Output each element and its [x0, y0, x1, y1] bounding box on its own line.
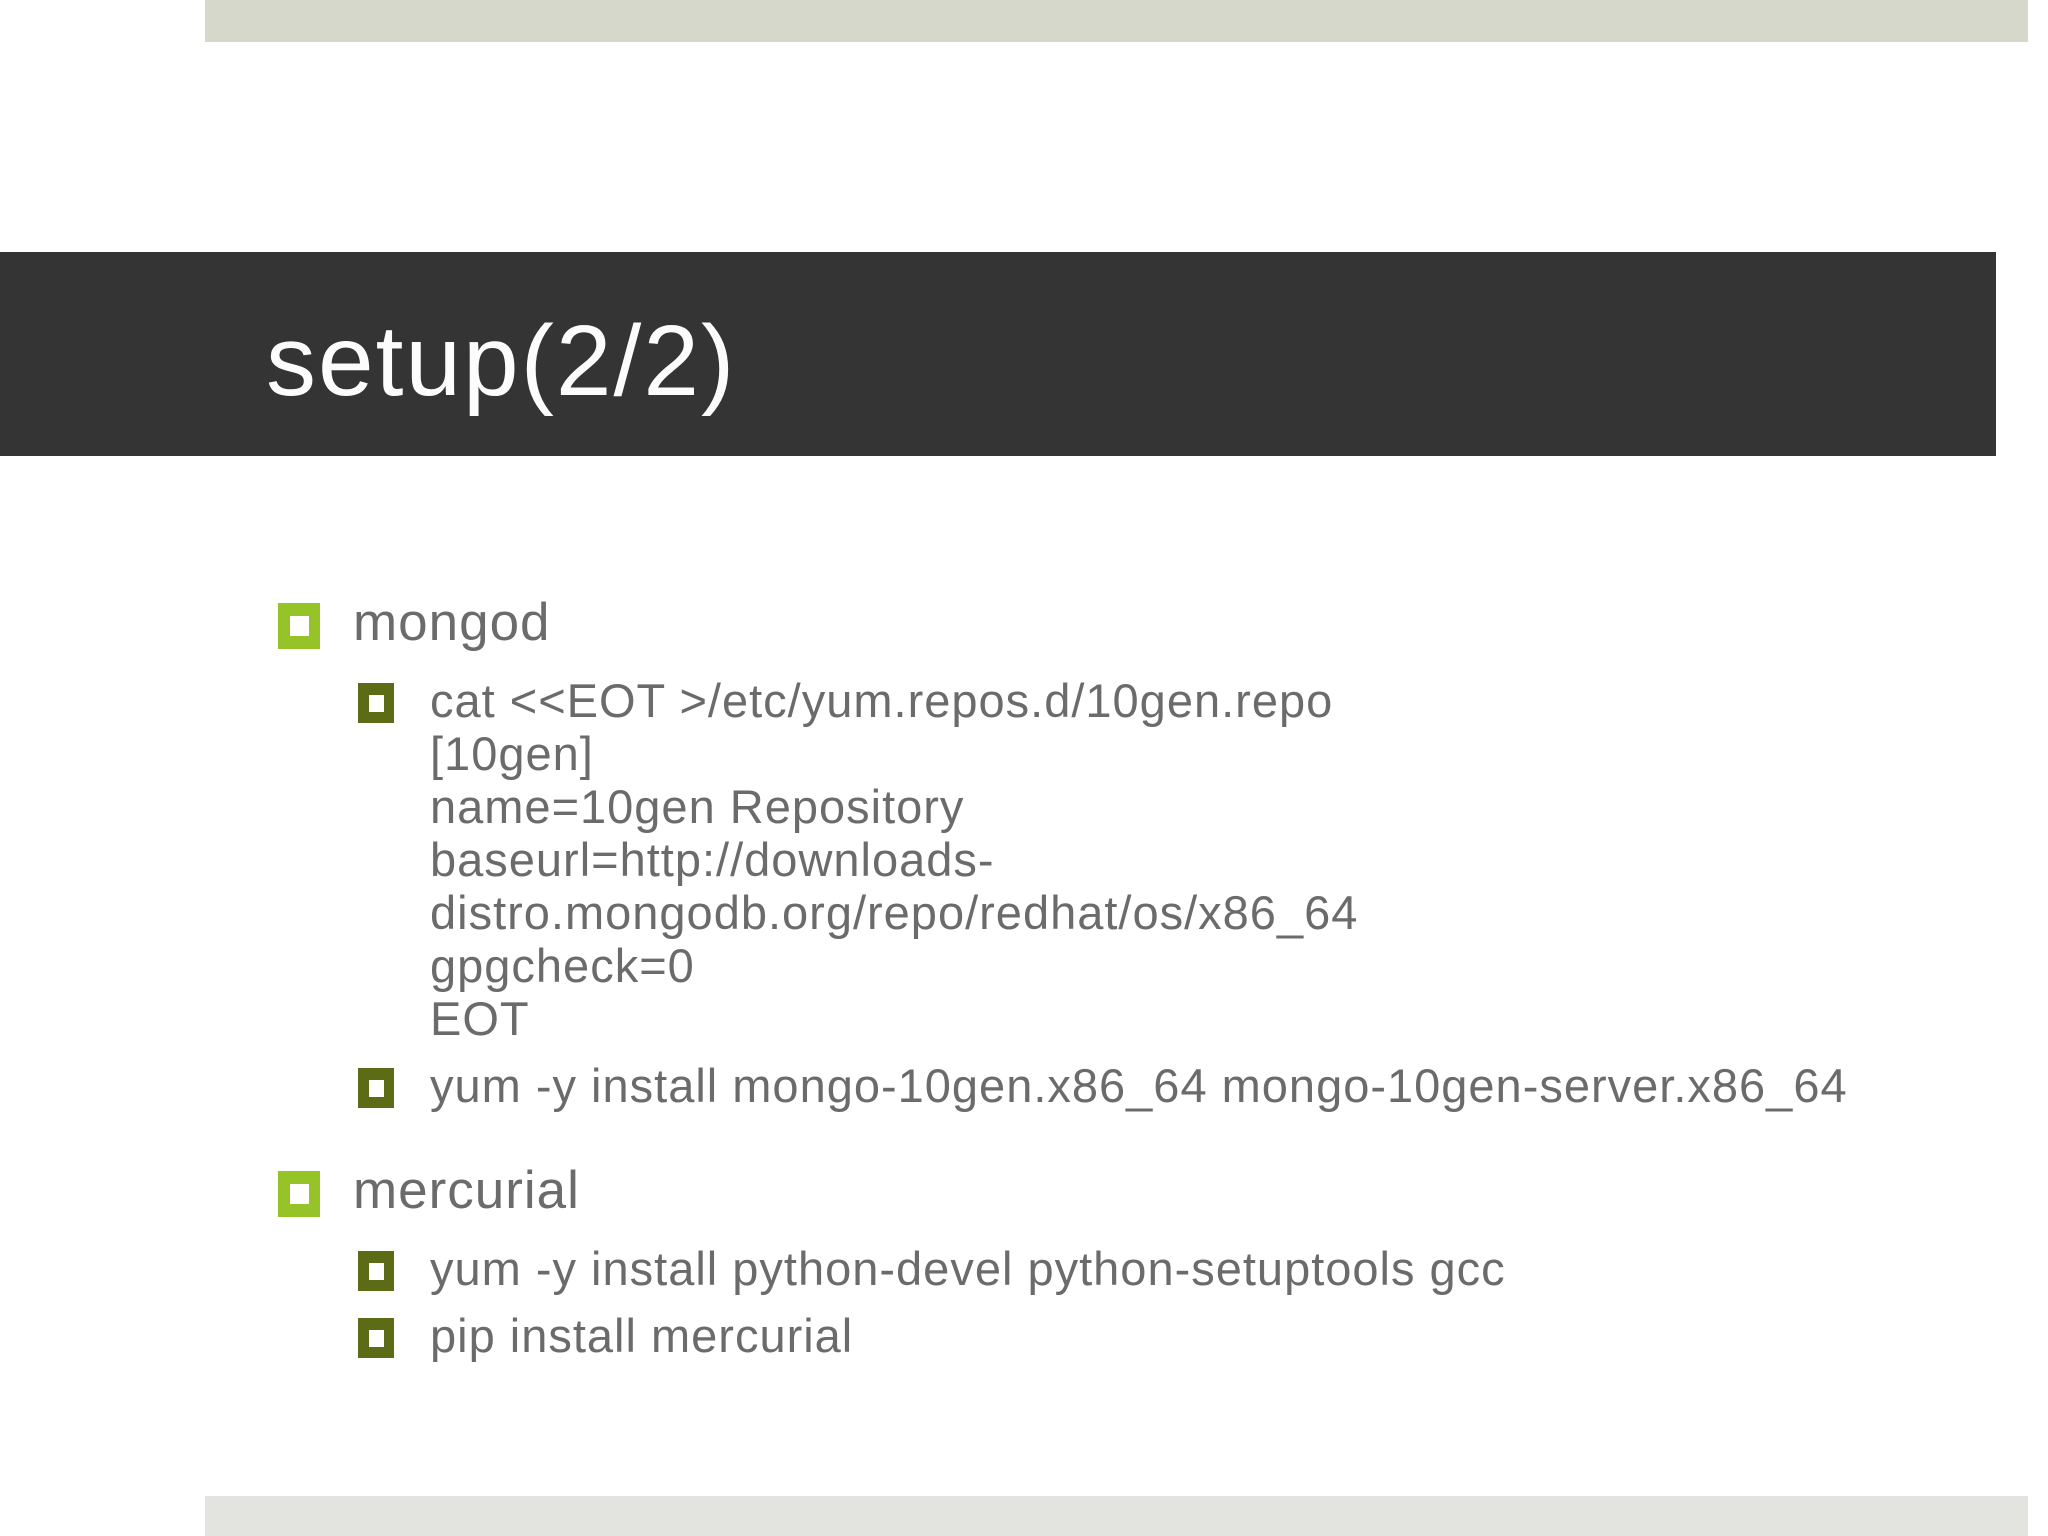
- square-bullet-hole: [368, 1262, 384, 1280]
- section-mongod: mongod cat <<EOT >/etc/yum.repos.d/10gen…: [278, 592, 2002, 1112]
- slide-body: mongod cat <<EOT >/etc/yum.repos.d/10gen…: [278, 592, 2002, 1376]
- square-bullet-icon: [358, 1068, 394, 1108]
- title-band: setup(2/2): [0, 252, 1996, 456]
- sub-bullet-item-yum-mongo: yum -y install mongo-10gen.x86_64 mongo-…: [358, 1059, 2002, 1112]
- square-bullet-icon: [278, 603, 320, 649]
- sub-bullet-item-yum-python: yum -y install python-devel python-setup…: [358, 1242, 2002, 1295]
- bullet-item-mongod: mongod: [278, 592, 2002, 654]
- square-bullet-hole: [368, 1329, 384, 1347]
- sub-bullet-text: yum -y install mongo-10gen.x86_64 mongo-…: [430, 1059, 1848, 1112]
- square-bullet-hole: [368, 1079, 384, 1097]
- square-bullet-icon: [358, 683, 394, 723]
- section-mercurial: mercurial yum -y install python-devel py…: [278, 1160, 2002, 1362]
- sub-bullet-item-repo-block: cat <<EOT >/etc/yum.repos.d/10gen.repo […: [358, 674, 2002, 1045]
- bottom-accent-bar: [205, 1496, 2028, 1536]
- bullet-label: mercurial: [353, 1161, 580, 1220]
- square-bullet-hole: [289, 616, 309, 636]
- slide-title: setup(2/2): [266, 305, 737, 417]
- bullet-label: mongod: [353, 593, 551, 652]
- square-bullet-icon: [278, 1171, 320, 1217]
- top-accent-bar: [205, 0, 2028, 42]
- square-bullet-hole: [289, 1184, 309, 1204]
- sub-bullet-text: cat <<EOT >/etc/yum.repos.d/10gen.repo […: [430, 674, 1359, 1045]
- sub-bullet-text: pip install mercurial: [430, 1309, 854, 1362]
- sub-bullet-item-pip-mercurial: pip install mercurial: [358, 1309, 2002, 1362]
- square-bullet-icon: [358, 1251, 394, 1291]
- square-bullet-icon: [358, 1318, 394, 1358]
- square-bullet-hole: [368, 694, 384, 712]
- sub-bullet-text: yum -y install python-devel python-setup…: [430, 1242, 1506, 1295]
- bullet-item-mercurial: mercurial: [278, 1160, 2002, 1222]
